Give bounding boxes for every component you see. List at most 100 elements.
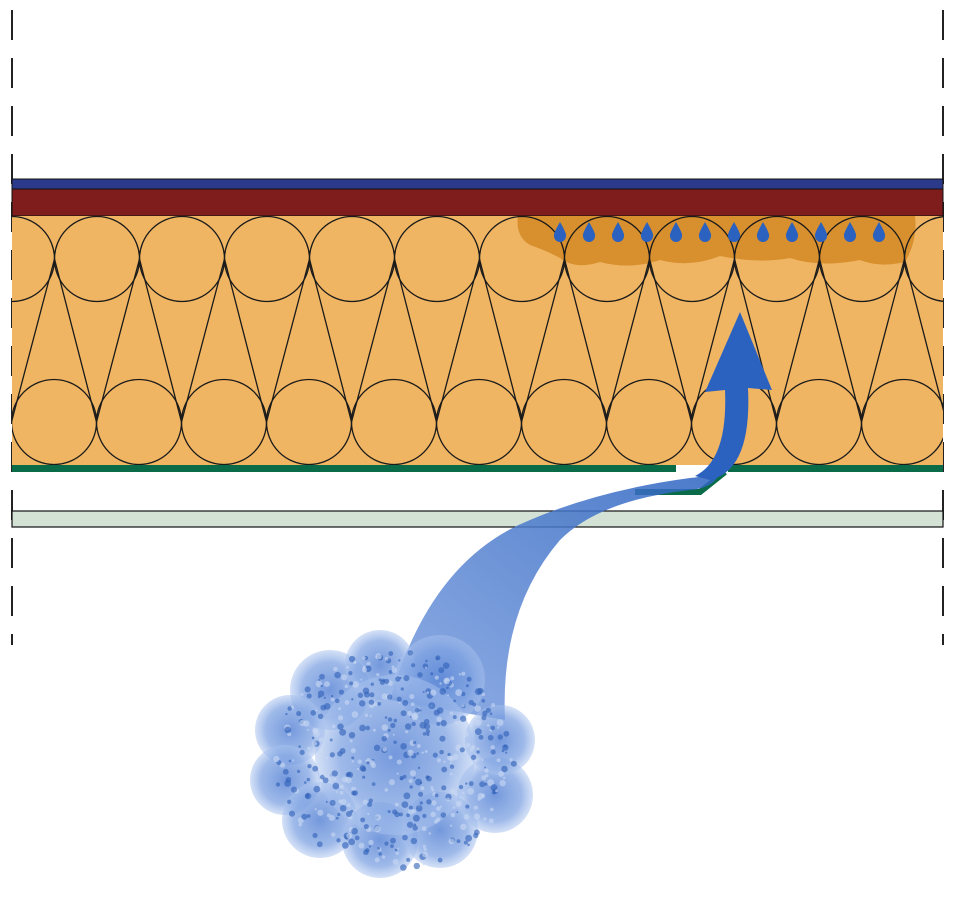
cloud-particle [362, 687, 370, 695]
cloud-particle [477, 797, 481, 801]
cloud-particle [298, 822, 303, 827]
cloud-particle [358, 700, 366, 707]
cloud-particle [326, 813, 331, 818]
cloud-particle [403, 792, 411, 800]
cloud-particle [465, 684, 469, 688]
batt-line [138, 258, 226, 423]
cloud-particle [363, 824, 369, 830]
cloud-particle [374, 814, 382, 821]
cloud-particle [421, 751, 424, 754]
cloud-particle [273, 755, 280, 763]
cloud-particle [331, 694, 334, 698]
cloud-particle [369, 692, 375, 698]
cloud-particle [368, 798, 373, 803]
cloud-particle [340, 798, 347, 806]
cloud-particle [369, 760, 375, 766]
cloud-particle [428, 702, 436, 710]
cloud-particle [490, 784, 498, 792]
cloud-particle [487, 734, 494, 741]
cloud-particle [296, 769, 301, 774]
cloud-particle [468, 781, 474, 787]
cloud-particle [320, 684, 323, 688]
cloud-particle [394, 802, 399, 807]
cloud-particle [288, 759, 292, 763]
cloud-particle [352, 680, 359, 688]
cloud-particle [474, 705, 481, 712]
cloud-particle [351, 756, 355, 760]
cloud-particle [312, 832, 318, 839]
cloud-particle [440, 720, 447, 727]
cloud-particle [400, 687, 404, 691]
cloud-particle [453, 699, 457, 703]
cloud-particle [290, 786, 298, 793]
cloud-particle [373, 728, 376, 732]
cloud-particle [346, 665, 350, 669]
cloud-particle [336, 838, 341, 843]
cloud-particle [501, 765, 508, 773]
cloud-particle [441, 766, 448, 773]
batt-line [53, 258, 141, 423]
cloud-particle [316, 841, 323, 848]
cloud-particle [306, 693, 312, 699]
cloud-particles [273, 650, 517, 871]
cloud-particle [411, 809, 417, 814]
cloud-particle [476, 747, 480, 751]
cloud-particle [388, 755, 393, 760]
cloud-particle [437, 857, 443, 863]
cloud-particle [390, 837, 396, 844]
cloud-particle [485, 707, 491, 713]
cloud-particle [420, 786, 425, 791]
cloud-particle [354, 835, 360, 841]
cloud-particle [396, 759, 402, 765]
cloud-particle [449, 711, 453, 715]
cloud-particle [447, 755, 453, 761]
cloud-particle [304, 686, 311, 693]
cloud-particle [449, 764, 455, 769]
cloud-particle [282, 768, 289, 775]
cloud-particle [322, 777, 329, 784]
cloud-particle [478, 734, 484, 740]
cloud-particle [384, 788, 388, 792]
cloud-particle [394, 848, 398, 852]
cloud-particle [339, 790, 344, 795]
cloud-particle [412, 825, 418, 831]
cloud-particle [509, 758, 513, 762]
batt-line [818, 258, 906, 423]
cloud-particle [436, 722, 441, 726]
cloud-particle [337, 723, 344, 730]
cloud-particle [360, 817, 366, 823]
cloud-particle [459, 747, 465, 753]
cloud-particle [422, 863, 425, 866]
cloud-particle [360, 678, 363, 681]
cloud-particle [304, 792, 312, 800]
cloud-particle [339, 728, 347, 736]
cloud-particle [436, 806, 441, 811]
cloud-particle [443, 678, 450, 685]
cloud-particle [388, 651, 394, 656]
outer-membrane-layer [11, 178, 944, 190]
cloud-particle [362, 656, 366, 660]
cloud-particle [393, 740, 397, 745]
cloud-particle [410, 702, 415, 707]
cloud-particle [392, 733, 395, 736]
cloud-particle [339, 784, 344, 790]
cloud-particle [351, 827, 358, 835]
cloud-particle [488, 818, 494, 824]
cloud-particle [501, 749, 505, 753]
vapor-barrier-left [12, 465, 676, 472]
cloud-particle [439, 749, 444, 755]
water-droplet-icon [611, 222, 625, 242]
cloud-particle [349, 681, 354, 686]
cloud-particle [363, 849, 369, 856]
cloud-particle [366, 661, 371, 666]
cloud-particle [357, 759, 362, 764]
cloud-particle [482, 710, 488, 716]
cloud-particle [382, 746, 388, 752]
cloud-particle [465, 742, 471, 748]
cloud-particle [503, 730, 510, 737]
cloud-particle [487, 779, 495, 787]
cloud-particle [313, 785, 321, 793]
cloud-particle [435, 817, 441, 822]
cloud-particle [381, 693, 388, 700]
cloud-particle [402, 774, 407, 779]
